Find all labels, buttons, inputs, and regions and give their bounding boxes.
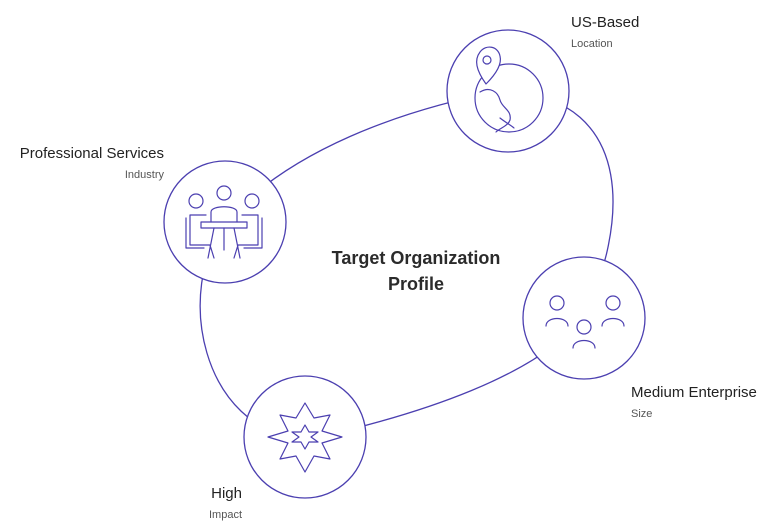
node-impact-title: High — [211, 485, 242, 502]
node-location: US-Based Location — [446, 14, 639, 153]
meeting-table-icon — [185, 185, 263, 259]
globe-location-icon — [474, 46, 544, 133]
node-size-subtitle: Size — [631, 408, 652, 420]
node-size-circle — [522, 256, 646, 380]
node-location-circle — [446, 29, 570, 153]
center-title-line2: Profile — [388, 274, 444, 294]
burst-star-icon — [267, 402, 343, 473]
node-location-subtitle: Location — [571, 38, 613, 50]
node-industry-title: Professional Services — [20, 145, 164, 162]
inner-burst-icon — [291, 424, 319, 450]
node-impact: High Impact — [209, 375, 367, 521]
node-impact-subtitle: Impact — [209, 509, 242, 521]
node-industry-subtitle: Industry — [125, 169, 165, 181]
center-title-line1: Target Organization — [332, 248, 501, 268]
people-group-icon — [545, 295, 625, 349]
node-size-title: Medium Enterprise — [631, 384, 757, 401]
node-location-title: US-Based — [571, 14, 639, 31]
node-industry: Professional Services Industry — [20, 145, 287, 284]
node-size: Medium Enterprise Size — [522, 256, 757, 420]
node-impact-circle — [243, 375, 367, 499]
